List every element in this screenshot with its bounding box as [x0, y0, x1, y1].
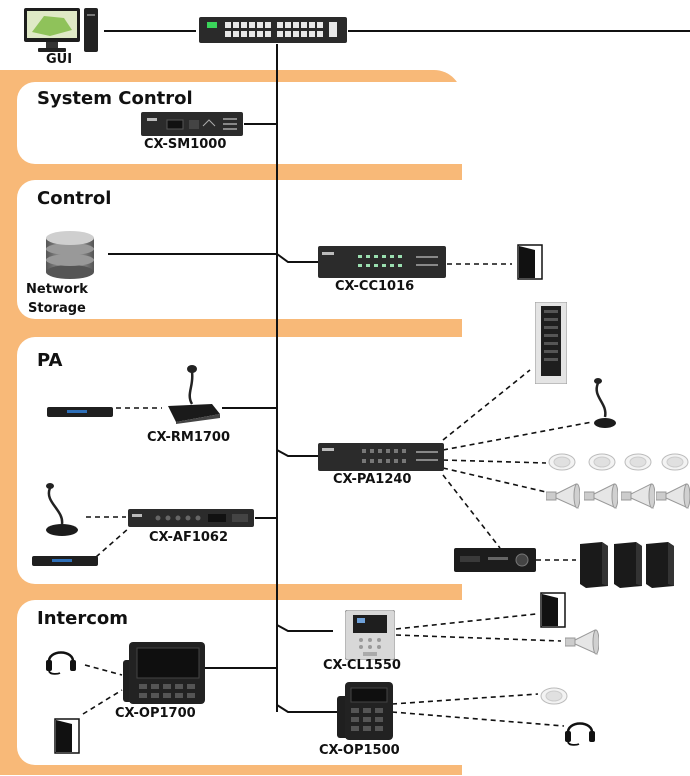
- device-label-cc1016: CX-CC1016: [335, 279, 415, 294]
- door-icon: [517, 244, 543, 284]
- horn-speaker-icon: [545, 482, 581, 514]
- door-icon: [54, 718, 80, 758]
- amplifier-icon: [454, 548, 536, 576]
- cabinet-speaker-icon: [614, 542, 642, 592]
- ceiling-speaker-icon: [540, 686, 568, 710]
- storage-icon: [44, 230, 96, 284]
- section-title-intercom: Intercom: [37, 608, 128, 629]
- ceiling-speaker-icon: [548, 452, 576, 476]
- door-icon: [540, 592, 566, 632]
- horn-speaker-icon: [583, 482, 619, 514]
- device-label-op1500: CX-OP1500: [319, 743, 400, 758]
- cl1550-panel-icon: [344, 609, 396, 664]
- ceiling-speaker-icon: [588, 452, 616, 476]
- headset-icon: [563, 714, 597, 750]
- device-label-af1062: CX-AF1062: [149, 530, 229, 545]
- device-label-network-storage: Network Storage: [26, 282, 88, 316]
- network-lines: [104, 30, 690, 713]
- cabinet-speaker-icon: [580, 542, 608, 592]
- device-label-sm1000: CX-SM1000: [144, 137, 227, 152]
- gui-label: GUI: [46, 52, 73, 67]
- device-label-op1700: CX-OP1700: [115, 706, 196, 721]
- cc1016-unit-icon: [318, 246, 446, 282]
- section-title-pa: PA: [37, 350, 63, 371]
- ceiling-speaker-icon: [661, 452, 689, 476]
- section-title-system-control: System Control: [37, 88, 193, 109]
- horn-speaker-icon: [655, 482, 690, 514]
- player-unit-icon: [32, 552, 98, 571]
- device-label-cl1550: CX-CL1550: [323, 658, 401, 673]
- sm1000-unit-icon: [141, 112, 243, 140]
- intercom-station-icon: [337, 682, 393, 744]
- headset-icon: [44, 643, 78, 679]
- ceiling-speaker-icon: [624, 452, 652, 476]
- intercom-station-icon: [123, 642, 205, 708]
- player-unit-icon: [47, 403, 113, 422]
- device-label-pa1240: CX-PA1240: [333, 472, 412, 487]
- network-switch-icon: [199, 17, 347, 47]
- section-title-control: Control: [37, 188, 112, 209]
- microphone-icon: [588, 377, 618, 435]
- cabinet-speaker-icon: [646, 542, 674, 592]
- audio-lines: [82, 263, 593, 727]
- microphone-icon: [164, 364, 222, 428]
- horn-speaker-icon: [564, 628, 600, 660]
- device-label-rm1700: CX-RM1700: [147, 430, 231, 445]
- pc-icon: [24, 8, 100, 58]
- microphone-icon: [40, 482, 82, 542]
- rack-icon: [534, 301, 568, 388]
- pa1240-unit-icon: [318, 443, 444, 475]
- af1062-unit-icon: [128, 509, 254, 531]
- horn-speaker-icon: [620, 482, 656, 514]
